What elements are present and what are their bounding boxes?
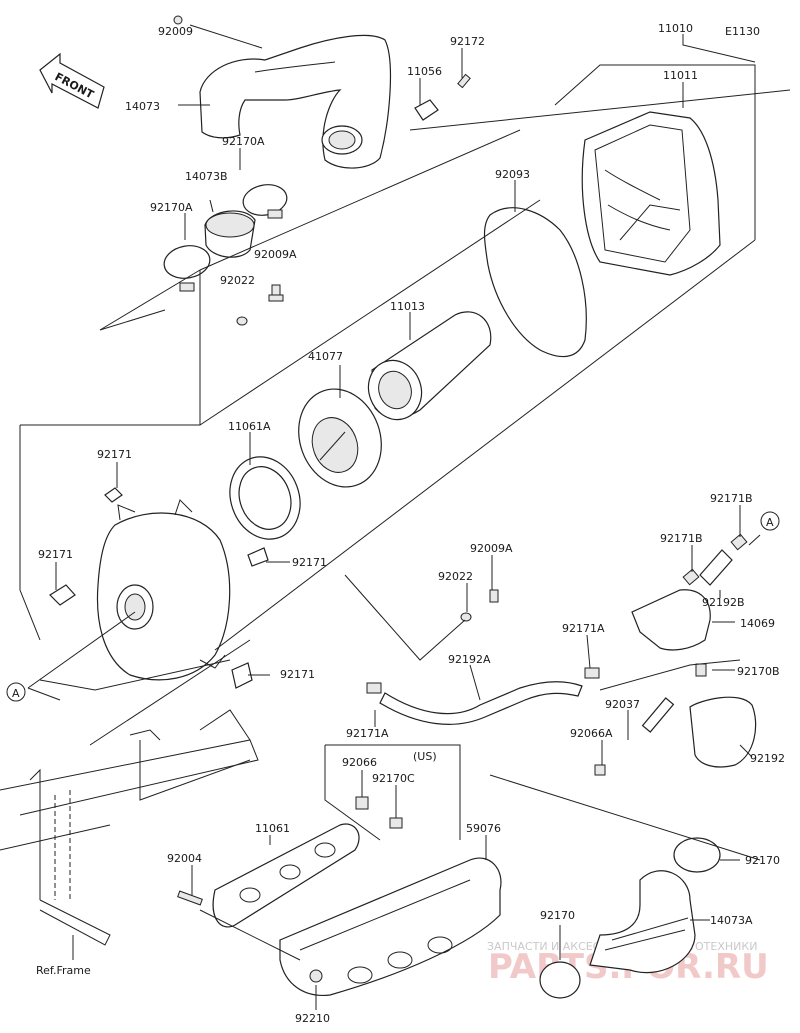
label-92192a: 92192A (448, 653, 491, 666)
diagram-code: E1130 (725, 25, 760, 38)
bracket-11056 (414, 99, 439, 121)
label-11013: 11013 (390, 300, 425, 313)
label-92192: 92192 (750, 752, 785, 765)
bolt-92009a-upper (268, 284, 284, 302)
reference-frame (0, 709, 259, 946)
hose-92192 (689, 696, 757, 768)
label-92022-upper: 92022 (220, 274, 255, 287)
clip-92171-bottom (231, 662, 253, 689)
intake-manifold-59076 (279, 857, 502, 997)
clamp-92171a-upper (584, 667, 600, 679)
label-41077: 41077 (308, 350, 343, 363)
label-92022-lower: 92022 (438, 570, 473, 583)
leader-lines (19, 24, 791, 1010)
label-92066: 92066 (342, 756, 377, 769)
label-92037: 92037 (605, 698, 640, 711)
label-92170a-left: 92170A (150, 201, 193, 214)
label-92171-mid: 92171 (292, 556, 327, 569)
label-92210: 92210 (295, 1012, 330, 1025)
bolt-92009-top (173, 15, 183, 25)
label-92171-bottom: 92171 (280, 668, 315, 681)
part-labels: E1130 92009 14073 92172 11056 11010 1101… (36, 22, 785, 1025)
front-arrow-icon: FRONT (39, 52, 105, 109)
label-11061: 11061 (255, 822, 290, 835)
breather-case-14069 (631, 589, 711, 651)
label-11010: 11010 (658, 22, 693, 35)
label-92172: 92172 (450, 35, 485, 48)
bolt-92009a-lower (489, 589, 499, 603)
clamp-92170-upper (673, 837, 721, 873)
air-cleaner-case (581, 111, 721, 276)
label-us-note: (US) (413, 750, 437, 763)
intake-tube-14073a (589, 870, 696, 974)
gasket-11061 (212, 823, 360, 928)
intake-duct-14073 (199, 34, 392, 169)
clamp-92171b-upper (730, 533, 748, 551)
label-92004: 92004 (167, 852, 202, 865)
label-92066a: 92066A (570, 727, 613, 740)
ref-marker-a-left: A (6, 682, 26, 702)
clamp-92170b (695, 663, 707, 677)
label-92009a-upper: 92009A (254, 248, 297, 261)
label-92009a-lower: 92009A (470, 542, 513, 555)
stud-92004 (177, 890, 203, 906)
gasket-92093 (483, 207, 587, 358)
washer-92022-upper (236, 316, 248, 326)
air-cleaner-housing (96, 499, 231, 681)
clamp-92171a-lower (366, 682, 382, 694)
bolt-92172 (457, 73, 471, 89)
label-14073: 14073 (125, 100, 160, 113)
label-92171a-lower: 92171A (346, 727, 389, 740)
air-filter-element-11013 (367, 311, 492, 421)
ref-marker-a-left-label: A (12, 687, 20, 700)
clamp-92170-lower (539, 961, 581, 999)
label-92170b: 92170B (737, 665, 780, 678)
label-ref-frame: Ref.Frame (36, 964, 91, 977)
ref-marker-a-right: A (760, 511, 780, 531)
hose-92192b (699, 549, 733, 586)
element-holder-41077 (298, 388, 382, 488)
label-92170a-top: 92170A (222, 135, 265, 148)
label-92171-left: 92171 (38, 548, 73, 561)
clamp-92170c (389, 817, 403, 829)
label-14069: 14069 (740, 617, 775, 630)
label-14073a: 14073A (710, 914, 753, 927)
clamp-92170a-lower (163, 245, 211, 292)
label-11056: 11056 (407, 65, 442, 78)
label-92171a-upper: 92171A (562, 622, 605, 635)
label-92170-lower: 92170 (540, 909, 575, 922)
label-92171b-lower: 92171B (660, 532, 703, 545)
nut-92210 (309, 969, 323, 983)
label-92009-top: 92009 (158, 25, 193, 38)
label-59076: 59076 (466, 822, 501, 835)
clip-92171-mid (247, 547, 269, 567)
label-14073b: 14073B (185, 170, 228, 183)
gasket-11061a (229, 456, 301, 540)
cap-92066a (594, 764, 606, 776)
joint-92037 (641, 697, 675, 733)
washer-92022-lower (460, 612, 472, 622)
label-92170c: 92170C (372, 772, 415, 785)
label-92171-top: 92171 (97, 448, 132, 461)
label-11061a: 11061A (228, 420, 271, 433)
clip-92171-left (49, 584, 76, 606)
label-92170-upper: 92170 (745, 854, 780, 867)
clamp-92171b-lower (682, 568, 700, 586)
ref-marker-a-right-label: A (766, 516, 774, 529)
clip-92171-top (104, 487, 123, 503)
cap-92066 (355, 796, 369, 810)
clamp-92170a-upper (242, 184, 288, 219)
tube-14073b (204, 210, 256, 258)
hose-92192a (379, 681, 583, 725)
label-92093: 92093 (495, 168, 530, 181)
label-92171b-upper: 92171B (710, 492, 753, 505)
label-11011: 11011 (663, 69, 698, 82)
label-92192b: 92192B (702, 596, 745, 609)
